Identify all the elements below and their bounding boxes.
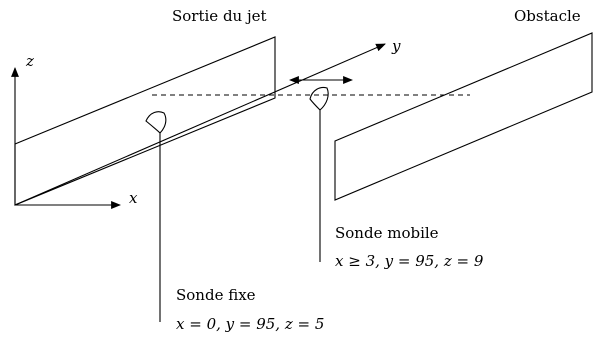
obstacle-plane	[334, 32, 593, 201]
z-axis-label: z	[25, 52, 34, 70]
fixed-probe-label: Sonde fixe	[176, 286, 256, 304]
x-axis-label: x	[129, 189, 138, 207]
y-axis	[14, 43, 386, 206]
obstacle-label: Obstacle	[514, 7, 581, 25]
y-axis-label: y	[391, 37, 401, 55]
jet-exit-label: Sortie du jet	[172, 7, 267, 25]
jet-exit-plane	[14, 36, 276, 206]
axes	[11, 43, 386, 209]
mobile-probe	[309, 86, 329, 262]
mobile-probe-label: Sonde mobile	[335, 224, 439, 242]
fixed-probe-coords: x = 0, y = 95, z = 5	[176, 315, 324, 333]
mobile-probe-coords: x ≥ 3, y = 95, z = 9	[335, 252, 484, 270]
fixed-probe	[145, 111, 167, 322]
